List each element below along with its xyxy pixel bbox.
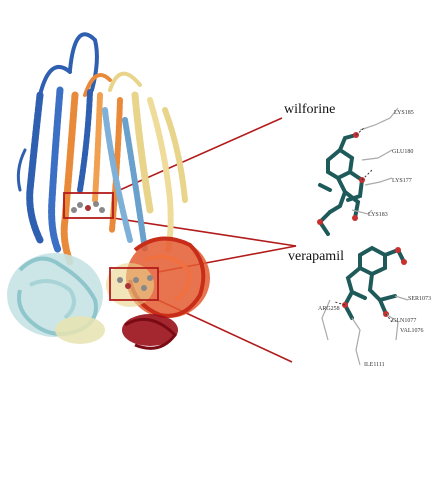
- residue-label: LYS185: [394, 110, 414, 116]
- residue-label: ILE1111: [364, 362, 385, 368]
- residue-label: GLN1077: [392, 318, 417, 324]
- residue-label: GLU180: [392, 149, 414, 155]
- highlight-box-bottom: [109, 267, 159, 301]
- wilforine-label: wilforine: [284, 102, 336, 117]
- red-domain: [106, 236, 210, 350]
- highlight-box-top: [63, 192, 114, 219]
- ligand-top-in-protein: [71, 201, 105, 213]
- residue-label: SER1073: [408, 296, 432, 302]
- residue-label: ARG258: [318, 306, 340, 312]
- verapamil-label: verapamil: [288, 249, 344, 264]
- protein-structure: [16, 32, 188, 266]
- residue-label: LYS177: [392, 178, 412, 184]
- ligand-bottom-in-protein: [117, 275, 153, 291]
- cyan-domain: [7, 253, 105, 344]
- residue-label: VAL1076: [400, 328, 424, 334]
- verapamil-binding-detail: [321, 245, 409, 366]
- wilforine-binding-detail: [317, 107, 399, 236]
- residue-label: LYS183: [368, 212, 388, 218]
